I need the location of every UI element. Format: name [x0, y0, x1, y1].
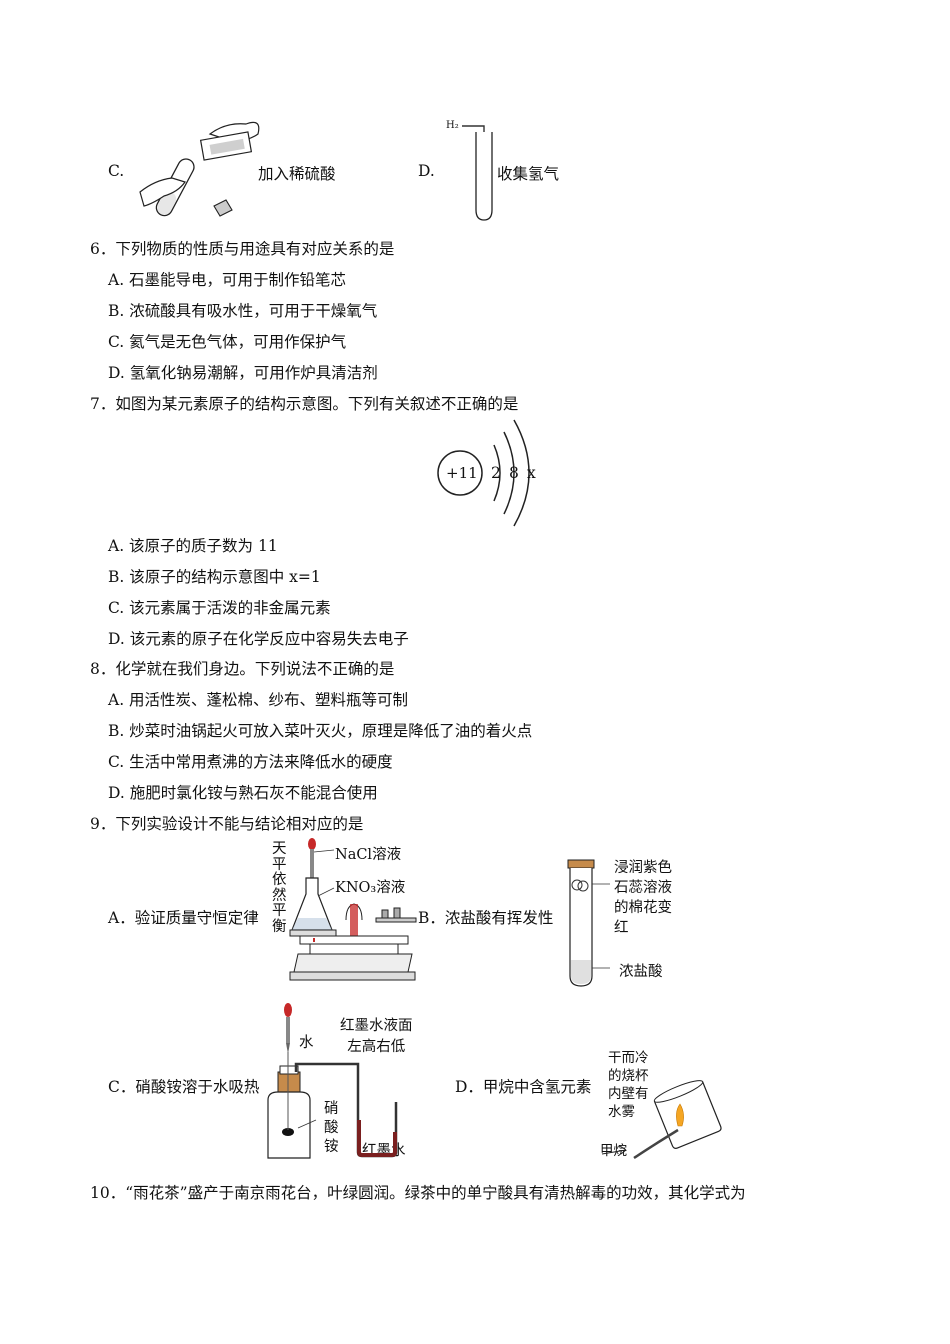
q9-c-top-label: 红墨水液面左高右低 [340, 1018, 413, 1055]
methane-burning-diagram [601, 1080, 722, 1160]
q9-c-water-label: 水 [299, 1035, 314, 1051]
q5-option-c-caption: 加入稀硫酸 [258, 165, 336, 183]
q7-option-d: D. 该元素的原子在化学反应中容易失去电子 [108, 630, 409, 648]
q6-option-c: C. 氦气是无色气体，可用作保护气 [108, 333, 347, 351]
q8-option-a: A. 用活性炭、蓬松棉、纱布、塑料瓶等可制 [108, 691, 409, 709]
q9-stem: 9．下列实验设计不能与结论相对应的是 [90, 815, 364, 833]
q9-c-caption: C．硝酸铵溶于水吸热 [108, 1078, 260, 1096]
q7-option-c: C. 该元素属于活泼的非金属元素 [108, 599, 331, 617]
atom-shell-2-count: 8 [509, 464, 519, 482]
q9-b-caption: B．浓盐酸有挥发性 [418, 909, 554, 927]
atom-shell-1-count: 2 [491, 464, 501, 482]
q7-stem: 7．如图为某元素原子的结构示意图。下列有关叙述不正确的是 [90, 395, 519, 413]
q9-c-salt-label: 硝酸铵 [324, 1101, 339, 1155]
test-tube-diagram [567, 859, 610, 987]
wide-bottle-u-tube-diagram [267, 1003, 398, 1159]
q9-d-methane-label: 甲烷 [600, 1143, 627, 1159]
q9-a-kno3-label: KNO₃溶液 [335, 880, 406, 896]
q5-h2-label: H₂ [446, 120, 459, 131]
q8-option-d: D. 施肥时氯化铵与熟石灰不能混合使用 [108, 784, 378, 802]
q5-option-d-letter: D. [418, 162, 435, 180]
balance-apparatus-diagram [289, 838, 417, 981]
q9-b-cotton-label: 浸润紫色石蕊溶液的棉花变红 [614, 860, 672, 936]
q7-option-a: A. 该原子的质子数为 11 [108, 537, 278, 555]
q5-option-d-caption: 收集氢气 [497, 165, 560, 183]
q6-option-d: D. 氢氧化钠易潮解，可用作炉具清洁剂 [108, 364, 378, 382]
q5-option-c-letter: C. [108, 162, 125, 180]
q9-a-caption: A．验证质量守恒定律 [108, 909, 259, 927]
q6-option-b: B. 浓硫酸具有吸水性，可用于干燥氧气 [108, 302, 378, 320]
q8-option-b: B. 炒菜时油锅起火可放入菜叶灭火，原理是降低了油的着火点 [108, 722, 533, 740]
q5-option-d-diagram [462, 125, 493, 221]
q8-stem: 8．化学就在我们身边。下列说法不正确的是 [90, 660, 395, 678]
q9-d-beaker-label: 干而冷的烧杯内壁有水雾 [608, 1050, 649, 1120]
atom-structure-diagram [437, 419, 530, 527]
q9-a-nacl-label: NaCl溶液 [335, 847, 402, 863]
q9-b-acid-label: 浓盐酸 [619, 964, 663, 980]
q10-stem: 10．“雨花茶”盛产于南京雨花台，叶绿圆润。绿茶中的单宁酸具有清热解毒的功效，其… [90, 1184, 746, 1202]
q5-option-c-diagram [139, 121, 260, 217]
q7-option-b: B. 该原子的结构示意图中 x=1 [108, 568, 321, 586]
q8-option-c: C. 生活中常用煮沸的方法来降低水的硬度 [108, 753, 393, 771]
q6-option-a: A. 石墨能导电，可用于制作铅笔芯 [108, 271, 347, 289]
atom-shell-3-count: x [527, 464, 536, 482]
q6-stem: 6．下列物质的性质与用途具有对应关系的是 [90, 240, 395, 258]
atom-nucleus-charge: +11 [446, 464, 478, 482]
q9-d-caption: D．甲烷中含氢元素 [455, 1078, 592, 1096]
q9-a-side-label: 天平依然平衡 [272, 841, 287, 935]
